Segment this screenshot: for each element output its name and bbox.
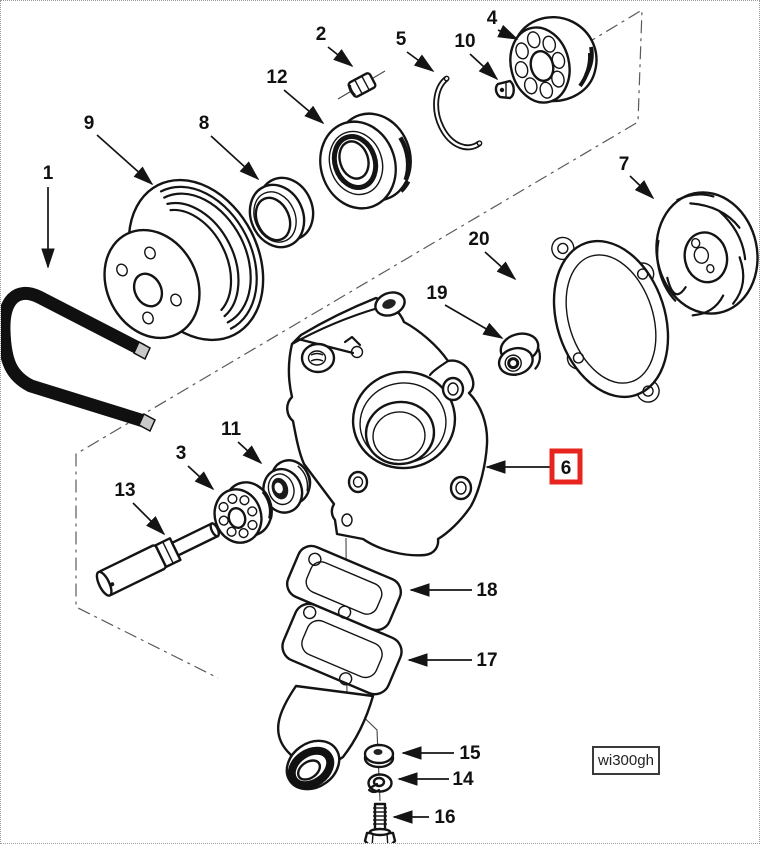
callout-13[interactable]: 13: [114, 480, 135, 501]
bolt-threads: [373, 807, 387, 825]
housing-bolt-boss: [441, 376, 465, 402]
callout-8-arrow: [210, 135, 260, 181]
gasket-bolt-hole: [557, 242, 569, 255]
highlighted-callout-6[interactable]: 6: [549, 448, 583, 485]
callout-16[interactable]: 16: [434, 807, 455, 828]
housing-gasket: [551, 236, 670, 403]
callout-8[interactable]: 8: [199, 113, 210, 134]
pulley-center-hole: [132, 272, 164, 308]
callout-7-arrow: [629, 175, 655, 200]
housing-bore: [351, 370, 457, 470]
callout-7[interactable]: 7: [619, 154, 630, 175]
water-pump-housing: [286, 291, 489, 557]
impeller-hub: [683, 231, 729, 284]
callout-11-arrow: [237, 441, 263, 465]
snap-ring-eye: [476, 140, 483, 147]
callout-9-arrow: [96, 134, 154, 186]
callout-19-arrow: [444, 304, 504, 339]
spacer-ring: [248, 176, 315, 249]
pulley-bolt-hole: [144, 246, 156, 260]
callout-12[interactable]: 12: [266, 67, 287, 88]
dowel-pin: [347, 72, 377, 98]
drive-belt: [1, 286, 156, 433]
belt-cut-end: [138, 412, 156, 433]
flange-bolt-hole: [338, 672, 353, 686]
callout-11[interactable]: 11: [221, 419, 242, 440]
snap-ring-eye: [443, 75, 450, 82]
callout-9[interactable]: 9: [84, 113, 95, 134]
highlight-box[interactable]: [549, 448, 583, 485]
flat-washer: [363, 743, 395, 769]
callout-12-arrow: [283, 89, 325, 125]
callout-2-arrow: [327, 46, 354, 68]
figure-code-box: wi300gh: [592, 746, 660, 775]
ball-bearing: [509, 15, 598, 104]
pulley-bolt-hole: [142, 311, 154, 325]
callout-20-arrow: [484, 251, 517, 281]
impeller: [655, 191, 759, 317]
callout-3[interactable]: 3: [176, 443, 187, 464]
callout-3-arrow: [187, 465, 215, 491]
pipe-gasket: [285, 544, 403, 632]
callout-2[interactable]: 2: [316, 24, 327, 45]
callout-10[interactable]: 10: [454, 31, 475, 52]
gasket-bolt-hole: [642, 385, 654, 397]
housing-tab-hole: [350, 345, 364, 359]
small-screw: [494, 79, 515, 100]
bearing-balls: [218, 493, 258, 539]
gasket-bolt-hole: [308, 552, 322, 567]
figure-code: wi300gh: [597, 752, 654, 769]
callout-arrows: [41, 24, 655, 824]
callout-5-arrow: [406, 51, 435, 73]
callout-1[interactable]: 1: [43, 163, 54, 184]
callout-14[interactable]: 14: [452, 769, 474, 790]
housing-threaded-boss: [300, 342, 336, 374]
flange-bolt-hole: [303, 605, 317, 620]
dashed-frame: [75, 8, 643, 679]
lock-washer: [367, 773, 393, 794]
housing-foot-hole: [341, 513, 353, 527]
gasket-bolt-hole: [572, 352, 585, 364]
callout-4-arrow: [497, 24, 519, 40]
hex-bolt: [363, 802, 397, 843]
callout-10-arrow: [469, 53, 499, 81]
bearing-bore: [529, 50, 555, 82]
callout-17[interactable]: 17: [476, 650, 497, 671]
pulley-bolt-hole: [116, 263, 128, 277]
belt-cut-end: [133, 340, 151, 361]
gasket-bolt-hole: [636, 268, 649, 280]
water-seal: [262, 459, 312, 514]
callout-13-arrow: [132, 502, 166, 536]
housing-bolt-boss: [347, 470, 369, 494]
seal-plug: [497, 332, 541, 377]
shaft-seal: [319, 112, 412, 210]
callout-20[interactable]: 20: [468, 229, 489, 250]
inlet-pipe: [276, 684, 375, 791]
pulley: [103, 178, 265, 342]
housing-bolt-boss: [449, 475, 473, 501]
pulley-grooves: [159, 185, 258, 330]
callout-6[interactable]: 6: [561, 458, 572, 479]
callout-4[interactable]: 4: [487, 8, 498, 29]
callout-15[interactable]: 15: [459, 743, 481, 764]
callout-18[interactable]: 18: [476, 580, 497, 601]
pulley-bolt-hole: [170, 293, 182, 307]
snap-ring: [433, 75, 483, 151]
front-bearing: [213, 481, 273, 544]
pump-shaft: [95, 522, 221, 597]
callout-5[interactable]: 5: [396, 29, 407, 50]
gasket-bolt-hole: [337, 605, 352, 619]
callout-19[interactable]: 19: [426, 283, 447, 304]
